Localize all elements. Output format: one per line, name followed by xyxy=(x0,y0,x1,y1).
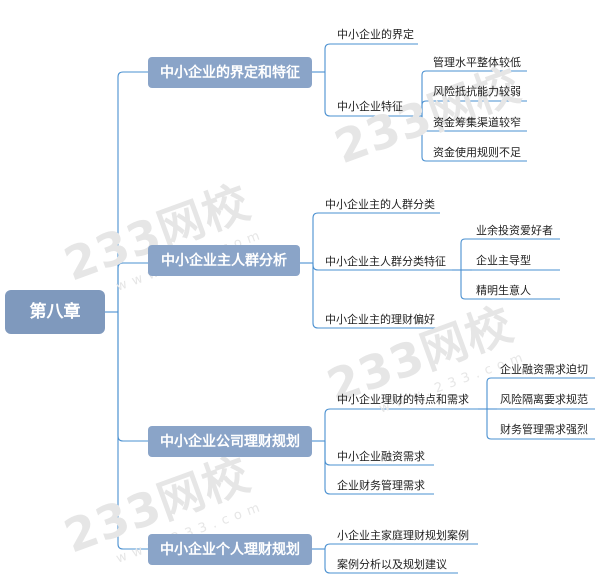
sub-node: 中小企业特征 xyxy=(337,100,403,113)
branch-node: 中小企业主人群分析 xyxy=(148,245,300,276)
sub-node: 中小企业主人群分类特征 xyxy=(325,255,446,268)
branch-node: 中小企业个人理财规划 xyxy=(148,534,312,565)
sub-node: 小企业主家庭理财规划案例 xyxy=(337,529,469,542)
leaf-node: 财务管理需求强烈 xyxy=(500,423,588,436)
sub-node: 中小企业的界定 xyxy=(337,28,414,41)
branch-node: 中小企业的界定和特征 xyxy=(148,57,312,88)
root-node: 第八章 xyxy=(5,290,105,334)
branch-node: 中小企业公司理财规划 xyxy=(148,426,312,457)
leaf-node: 企业主导型 xyxy=(476,254,531,267)
sub-node: 企业财务管理需求 xyxy=(337,479,425,492)
sub-node: 中小企业融资需求 xyxy=(337,450,425,463)
leaf-node: 风险隔离要求规范 xyxy=(500,393,588,406)
sub-node: 案例分析以及规划建议 xyxy=(337,558,447,571)
sub-node: 中小企业主的人群分类 xyxy=(325,198,435,211)
leaf-node: 资金使用规则不足 xyxy=(433,146,521,159)
leaf-node: 风险抵抗能力较弱 xyxy=(433,85,521,98)
leaf-node: 企业融资需求迫切 xyxy=(500,363,588,376)
sub-node: 中小企业理财的特点和需求 xyxy=(337,393,469,406)
leaf-node: 业余投资爱好者 xyxy=(476,224,553,237)
leaf-node: 精明生意人 xyxy=(476,284,531,297)
leaf-node: 管理水平整体较低 xyxy=(433,56,521,69)
sub-node: 中小企业主的理财偏好 xyxy=(325,313,435,326)
leaf-node: 资金筹集渠道较窄 xyxy=(433,116,521,129)
